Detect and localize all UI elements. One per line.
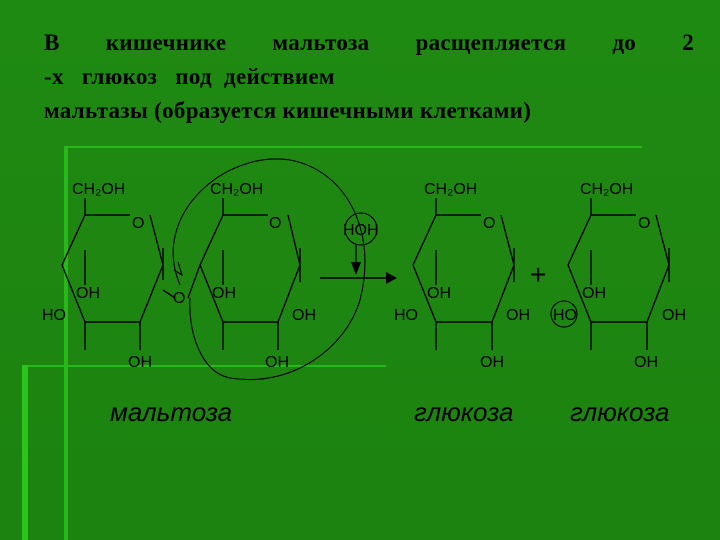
decorative-bars xyxy=(22,146,642,540)
glucose-ring-1 xyxy=(412,198,515,350)
ch2oh-label-2: CH₂OH xyxy=(210,181,263,198)
ring-oxygen-2: O xyxy=(269,215,281,232)
maltose-caption: мальтоза xyxy=(110,397,232,427)
oh-label-4b: OH xyxy=(662,307,686,324)
water-label: HOH xyxy=(343,222,379,239)
ho-label-4: HO xyxy=(553,307,577,324)
oh-label-4a: OH xyxy=(582,285,606,302)
oh-label-3b: OH xyxy=(506,307,530,324)
oh-label-1b: OH xyxy=(128,354,152,371)
ch2oh-label-4: CH₂OH xyxy=(580,181,633,198)
water-circle xyxy=(344,212,378,246)
oh-label-2a: OH xyxy=(212,285,236,302)
glucose-caption-1: глюкоза xyxy=(414,397,513,427)
ho-label-1: HO xyxy=(42,307,66,324)
ring-oxygen-1: O xyxy=(132,215,144,232)
ho-label-3: HO xyxy=(394,307,418,324)
oh-label-1a: OH xyxy=(76,285,100,302)
maltose-ring-left xyxy=(61,198,176,350)
oh-label-2b: OH xyxy=(292,307,316,324)
ch2oh-label-1: CH₂OH xyxy=(72,181,125,198)
title-line-1: В кишечнике мальтоза расщепляется до 2 xyxy=(44,30,694,55)
reaction-arrow xyxy=(320,272,397,284)
hydroxyl-circle xyxy=(550,300,578,328)
oh-label-3c: OH xyxy=(480,354,504,371)
oh-label-2c: OH xyxy=(265,354,289,371)
title-line-2: -х глюкоз под действием xyxy=(44,64,335,89)
ch2oh-label-3: CH₂OH xyxy=(424,181,477,198)
bond-cleavage-loop xyxy=(172,158,366,381)
slide-title: В кишечнике мальтоза расщепляется до 2 -… xyxy=(44,26,694,128)
plus-sign: + xyxy=(530,259,546,290)
maltose-ring-right xyxy=(187,198,301,350)
title-line-3: мальтазы (образуется кишечными клетками) xyxy=(44,98,532,123)
oh-label-3a: OH xyxy=(427,285,451,302)
glucose-caption-2: глюкоза xyxy=(570,397,669,427)
glucose-ring-2 xyxy=(567,198,670,350)
oh-label-4c: OH xyxy=(634,354,658,371)
ring-oxygen-4: O xyxy=(638,215,650,232)
bridge-oxygen: O xyxy=(173,290,185,307)
ring-oxygen-3: O xyxy=(483,215,495,232)
